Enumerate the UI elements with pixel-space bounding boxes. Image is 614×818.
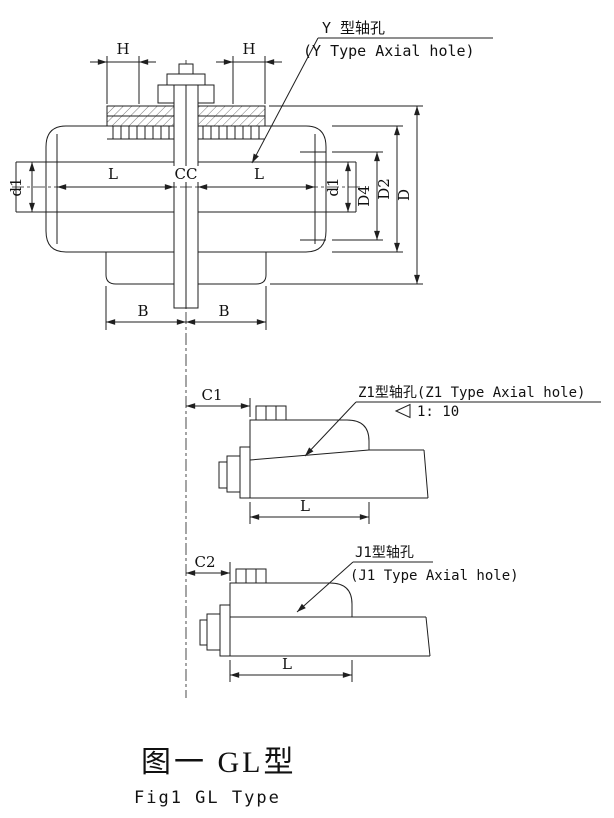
dim-b-left: B bbox=[105, 286, 186, 330]
j1-end-fasteners bbox=[199, 604, 231, 657]
taper-triangle-icon bbox=[394, 403, 411, 419]
j1-type-label-cn: J1型轴孔 bbox=[355, 545, 414, 561]
dim-d1-right: d1 bbox=[324, 162, 351, 212]
sleeve-left bbox=[45, 125, 175, 253]
hub-right bbox=[197, 251, 267, 285]
j1-end-washer bbox=[219, 604, 231, 657]
dim-label-d1-right: d1 bbox=[324, 177, 342, 196]
z1-end-fasteners bbox=[218, 446, 251, 499]
dim-h-right: H bbox=[216, 40, 282, 104]
dim-label-l-j1: L bbox=[282, 655, 292, 673]
dim-l-z1: L bbox=[249, 497, 370, 524]
z1-type-label: Z1型轴孔(Z1 Type Axial hole) bbox=[358, 385, 585, 401]
gear-teeth-left bbox=[107, 126, 174, 140]
caption-en: Fig1 GL Type bbox=[134, 788, 281, 808]
dim-c2: C2 bbox=[186, 553, 231, 581]
z1-type-callout: Z1型轴孔(Z1 Type Axial hole) 1: 10 bbox=[304, 385, 601, 457]
z1-view: C1 L Z1型轴孔(Z1 Type Axial hole) 1: 10 bbox=[186, 385, 601, 524]
z1-end-washer bbox=[239, 446, 251, 499]
j1-callout-leader bbox=[296, 561, 354, 613]
j1-type-callout: J1型轴孔 (J1 Type Axial hole) bbox=[296, 545, 519, 613]
bolt-assembly bbox=[157, 63, 215, 104]
dim-label-d: D bbox=[395, 189, 413, 201]
main-dimensions: H H L L CC d1 d1 bbox=[7, 19, 493, 330]
dim-h-left: H bbox=[90, 40, 156, 104]
dim-l-j1: L bbox=[229, 655, 353, 682]
dim-d1-left: d1 bbox=[7, 162, 35, 212]
z1-top-collar bbox=[255, 405, 287, 421]
j1-end-nut bbox=[206, 613, 221, 651]
bolt-washer bbox=[166, 73, 206, 86]
dim-b-right: B bbox=[186, 286, 267, 330]
y-callout-leader bbox=[251, 37, 319, 164]
j1-hub-outline bbox=[229, 582, 353, 656]
dim-c1: C1 bbox=[186, 386, 251, 417]
hub-left bbox=[105, 251, 175, 285]
dim-label-l-z1: L bbox=[300, 497, 310, 515]
dim-label-l-left: L bbox=[108, 165, 118, 183]
z1-shaft-break bbox=[423, 449, 429, 499]
z1-callout-leader bbox=[304, 401, 357, 457]
dim-label-h-left: H bbox=[116, 40, 129, 58]
z1-hub-outline bbox=[249, 419, 370, 498]
z1-end-nut bbox=[226, 455, 241, 493]
dim-label-b-right: B bbox=[218, 302, 229, 320]
dim-label-cc: CC bbox=[175, 165, 198, 183]
gear-teeth-right bbox=[198, 126, 265, 140]
dim-label-c2: C2 bbox=[194, 553, 215, 571]
dim-d2: D2 bbox=[332, 125, 403, 253]
dim-label-d2: D2 bbox=[375, 178, 393, 200]
j1-type-label-en: (J1 Type Axial hole) bbox=[350, 568, 519, 584]
dim-l-main-left: L bbox=[57, 165, 174, 190]
y-type-callout: Y 型轴孔 (Y Type Axial hole) bbox=[251, 19, 493, 164]
dim-cc: CC bbox=[171, 165, 201, 183]
figure-caption: 图一 GL型 Fig1 GL Type bbox=[134, 746, 297, 808]
dim-label-l-right: L bbox=[254, 165, 264, 183]
dim-l-main-right: L bbox=[198, 165, 315, 190]
bolt-nut-left bbox=[157, 84, 175, 104]
y-type-label-cn: Y 型轴孔 bbox=[322, 19, 385, 37]
dim-label-d4: D4 bbox=[355, 185, 373, 207]
main-view bbox=[12, 63, 362, 309]
dim-label-h-right: H bbox=[242, 40, 255, 58]
bolt-end bbox=[178, 63, 194, 75]
j1-view: C2 L J1型轴孔 (J1 Type Axial hole) bbox=[186, 545, 519, 682]
dim-label-c1: C1 bbox=[201, 386, 222, 404]
y-type-label-en: (Y Type Axial hole) bbox=[303, 42, 475, 60]
z1-shaft-end bbox=[218, 461, 228, 489]
dim-label-d1-left: d1 bbox=[7, 177, 25, 196]
j1-shaft-end bbox=[199, 619, 208, 646]
caption-cn: 图一 GL型 bbox=[141, 746, 297, 779]
j1-shaft-break bbox=[425, 616, 431, 657]
dim-d4: D4 bbox=[332, 151, 383, 241]
bolt-nut-right bbox=[197, 84, 215, 104]
dim-label-b-left: B bbox=[137, 302, 148, 320]
dim-d: D bbox=[269, 105, 423, 285]
taper-ratio-label: 1: 10 bbox=[417, 404, 459, 420]
j1-top-collar bbox=[235, 568, 267, 584]
